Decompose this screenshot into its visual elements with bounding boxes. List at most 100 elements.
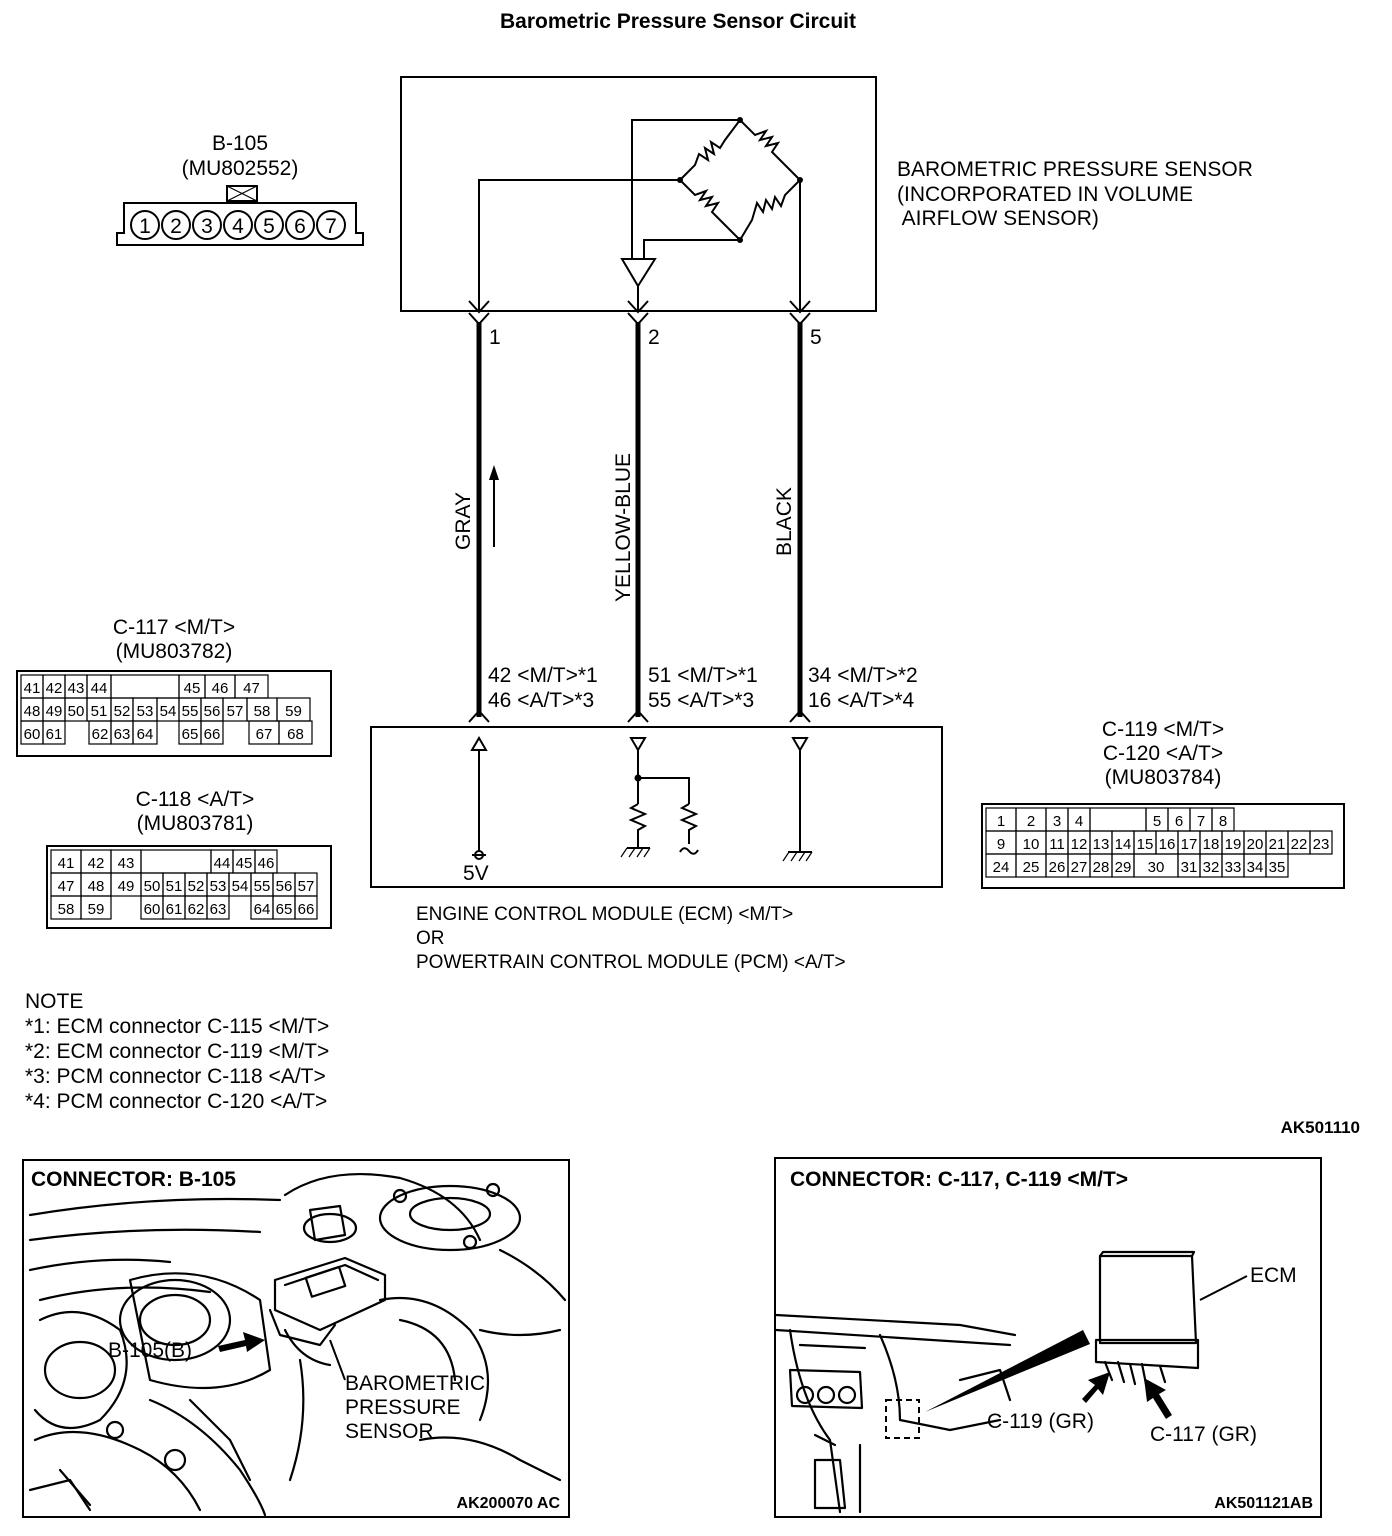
- c118-title: C-118 <A/T>: [136, 788, 255, 811]
- connector-pin-label: 45: [236, 855, 253, 872]
- b105-lock-icon: [226, 185, 258, 202]
- connector-pin-label: 23: [1313, 836, 1330, 853]
- b105-pin-row: 1 2 3 4 5 6 7: [130, 210, 346, 240]
- terminal-label: 55 <A/T>*3: [648, 689, 754, 712]
- connector-pin-label: 8: [1219, 813, 1227, 830]
- b105-pin: 1: [139, 215, 151, 238]
- connector-pin-label: 14: [1115, 836, 1132, 853]
- connector-pin-label: 51: [166, 878, 183, 895]
- connector-pin-label: 51: [91, 703, 108, 720]
- connector-pin-label: 6: [1175, 813, 1183, 830]
- b105-connector: B-105 (MU802552) 1 2 3 4 5 6 7: [116, 132, 364, 246]
- connector-pin-label: 56: [204, 703, 221, 720]
- sensor-label: (INCORPORATED IN VOLUME: [897, 183, 1193, 206]
- bridge-resistor-icon: [679, 119, 741, 181]
- note-line: *3: PCM connector C-118 <A/T>: [25, 1065, 326, 1088]
- panel-right-title: CONNECTOR: C-117, C-119 <M/T>: [790, 1168, 1128, 1191]
- connector-pin-label: 49: [46, 703, 63, 720]
- connector-pin-label: 68: [287, 726, 304, 743]
- panel-right-code: AK501121AB: [1214, 1495, 1313, 1512]
- bridge-resistor-icon: [679, 179, 741, 241]
- connector-pin-label: 28: [1093, 859, 1110, 876]
- connector-gap: [111, 896, 141, 919]
- c120-title: C-120 <A/T>: [1103, 742, 1223, 765]
- connector-housing: [16, 670, 332, 757]
- connector-pin-label: 11: [1049, 836, 1065, 853]
- module-label: ENGINE CONTROL MODULE (ECM) <M/T>: [416, 904, 793, 925]
- amplifier-icon: [620, 258, 657, 288]
- connector-pin-label: 25: [1023, 859, 1040, 876]
- pin-number: 2: [648, 326, 660, 349]
- connector-housing: [46, 845, 332, 929]
- connector-gap: [1089, 807, 1147, 832]
- figure-code: AK501110: [1281, 1118, 1360, 1137]
- connector-cell: [1265, 853, 1289, 878]
- terminal-label: 46 <A/T>*3: [488, 689, 594, 712]
- connector-pin-label: 59: [285, 703, 302, 720]
- connector-pin-label: 52: [188, 878, 205, 895]
- connector-pin-label: 62: [92, 726, 109, 743]
- connector-pin-label: 67: [256, 726, 273, 743]
- connector-pin-label: 26: [1049, 859, 1066, 876]
- connector-pin-label: 41: [58, 855, 75, 872]
- module-label: POWERTRAIN CONTROL MODULE (PCM) <A/T>: [416, 952, 846, 973]
- module-label: OR: [416, 928, 445, 949]
- connector-pin-label: 42: [46, 680, 63, 697]
- b105-pin: 7: [325, 215, 337, 238]
- b105-part: (MU802552): [182, 157, 299, 180]
- connector-pin-label: 41: [24, 680, 41, 697]
- connector-pin-label: 53: [137, 703, 154, 720]
- connector-pin-label: 64: [254, 901, 271, 918]
- connector-pin-label: 29: [1115, 859, 1132, 876]
- panel-connector-c117-c119: ECM C-119 (GR) C-117 (GR) CONNECTOR: C-1…: [774, 1157, 1322, 1518]
- connector-pin-label: 17: [1181, 836, 1198, 853]
- connector-gap: [157, 721, 179, 744]
- sensor-label: AIRFLOW SENSOR): [897, 207, 1099, 230]
- connector-cell: [294, 895, 318, 920]
- connector-housing: [981, 803, 1345, 889]
- connector-pin-label: 66: [298, 901, 315, 918]
- connector-pin-label: 49: [118, 878, 135, 895]
- connector-pin-label: 16: [1159, 836, 1176, 853]
- dashboard-sketch: [774, 1313, 1017, 1514]
- connector-pin-label: 55: [182, 703, 199, 720]
- connector-pin-label: 35: [1269, 859, 1286, 876]
- connector-pin-label: 19: [1225, 836, 1242, 853]
- ecm-label: ECM: [1250, 1264, 1297, 1287]
- b105-pin: 2: [170, 215, 182, 238]
- connector-pin-label: 65: [182, 726, 199, 743]
- note-line: *4: PCM connector C-120 <A/T>: [25, 1090, 327, 1113]
- c119-part: (MU803784): [1105, 766, 1222, 789]
- wire-color-label: BLACK: [773, 487, 796, 556]
- connector-pin-label: 65: [276, 901, 293, 918]
- connector-pin-label: 54: [160, 703, 177, 720]
- connector-gap: [223, 721, 249, 744]
- sensor-label: BAROMETRIC PRESSURE SENSOR: [897, 158, 1253, 181]
- terminal-label: 34 <M/T>*2: [808, 664, 918, 687]
- b105-pin: 5: [263, 215, 275, 238]
- sensor-callout: PRESSURE: [345, 1396, 461, 1419]
- connector-pin-label: 32: [1203, 859, 1220, 876]
- connector-cell: [80, 895, 112, 920]
- connector-pin-label: 33: [1225, 859, 1242, 876]
- connector-pin-label: 54: [232, 878, 249, 895]
- connector-pin-label: 5: [1153, 813, 1161, 830]
- c117-callout: C-117 (GR): [1150, 1423, 1257, 1446]
- c118-part: (MU803781): [137, 812, 254, 835]
- panel-left-code: AK200070 AC: [457, 1495, 561, 1512]
- connector-cell: [200, 720, 224, 745]
- connector-pin-label: 55: [254, 878, 271, 895]
- c117-part: (MU803782): [116, 640, 233, 663]
- connector-pin-label: 50: [144, 878, 161, 895]
- connector-pin-label: 1: [997, 813, 1005, 830]
- connector-pin-label: 60: [24, 726, 41, 743]
- connector-pin-label: 50: [68, 703, 85, 720]
- connector-pin-label: 44: [214, 855, 231, 872]
- connector-pin-label: 27: [1071, 859, 1088, 876]
- connector-cell: [278, 720, 313, 745]
- connector-pin-label: 13: [1093, 836, 1110, 853]
- connector-pin-label: 44: [91, 680, 108, 697]
- connector-pin-label: 2: [1027, 813, 1035, 830]
- b105-pin: 4: [232, 215, 244, 238]
- engine-bay-sketch: [28, 1173, 567, 1517]
